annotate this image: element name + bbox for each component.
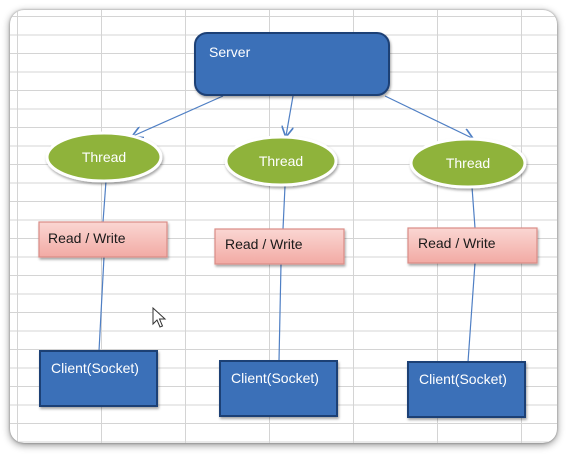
read-write-box-1: Read / Write	[38, 221, 168, 258]
thread-2-label: Thread	[259, 153, 303, 169]
read-write-1-label: Read / Write	[48, 230, 126, 246]
read-write-2-label: Read / Write	[225, 236, 303, 252]
client-2-label: Client(Socket)	[231, 370, 319, 386]
rw-2-to-client-2-line	[278, 263, 282, 362]
server-node: Server	[194, 32, 390, 96]
thread-1-label: Thread	[82, 149, 126, 165]
client-node-1: Client(Socket)	[39, 350, 158, 407]
rw-1-to-client-1-line	[98, 256, 105, 352]
diagram-frame: Server Thread Thread Thread Read / Write…	[10, 10, 557, 443]
mouse-cursor-icon	[152, 306, 167, 328]
client-1-label: Client(Socket)	[51, 360, 139, 376]
read-write-box-3: Read / Write	[407, 227, 538, 264]
thread-3-to-rw-3-line	[471, 186, 476, 229]
read-write-box-2: Read / Write	[214, 228, 345, 265]
server-to-thread-2-arrow	[286, 95, 294, 136]
server-to-thread-1-arrow	[133, 95, 224, 136]
thread-node-1: Thread	[45, 131, 163, 183]
thread-1-to-rw-1-line	[102, 180, 107, 223]
thread-node-2: Thread	[224, 135, 338, 187]
server-to-thread-3-arrow	[384, 95, 472, 138]
client-3-label: Client(Socket)	[419, 371, 507, 387]
client-node-2: Client(Socket)	[219, 360, 338, 417]
read-write-3-label: Read / Write	[418, 235, 496, 251]
thread-node-3: Thread	[409, 137, 527, 189]
thread-2-to-rw-2-line	[282, 185, 286, 230]
thread-3-label: Thread	[446, 155, 490, 171]
server-label: Server	[209, 44, 251, 60]
server-thread-diagram: Server Thread Thread Thread Read / Write…	[38, 32, 538, 418]
rw-3-to-client-3-line	[467, 262, 476, 363]
client-node-3: Client(Socket)	[407, 361, 526, 418]
